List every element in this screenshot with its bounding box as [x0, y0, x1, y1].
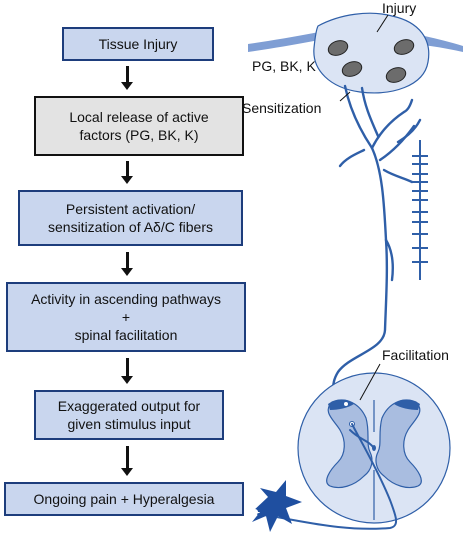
- box-line: Ongoing pain + Hyperalgesia: [33, 491, 215, 507]
- skin-surface: [248, 12, 463, 94]
- pain-burst-icon: [252, 480, 302, 532]
- box-exaggerated-output: Exaggerated output for given stimulus in…: [34, 390, 224, 440]
- injury-label: Injury: [382, 0, 416, 16]
- action-potential-train: [412, 140, 428, 280]
- output-fiber: [257, 423, 397, 530]
- box-persistent-activation: Persistent activation/ sensitization of …: [18, 190, 243, 246]
- facilitation-label: Facilitation: [382, 347, 449, 363]
- box-ascending-activity: Activity in ascending pathways + spinal …: [6, 282, 246, 352]
- box-line: Tissue Injury: [98, 36, 178, 52]
- box-line: Persistent activation/: [65, 201, 196, 217]
- box-line: +: [121, 309, 131, 325]
- box-line: given stimulus input: [67, 416, 191, 432]
- sensitization-pointer: [339, 91, 351, 102]
- box-tissue-injury: Tissue Injury: [62, 27, 214, 61]
- injury-pointer: [376, 14, 389, 33]
- facilitation-pointer: [359, 363, 381, 401]
- sensitization-label: Sensitization: [242, 100, 321, 116]
- box-ongoing-pain: Ongoing pain + Hyperalgesia: [4, 482, 244, 516]
- box-line: Local release of active: [69, 109, 209, 125]
- box-local-release: Local release of active factors (PG, BK,…: [34, 96, 244, 156]
- box-line: factors (PG, BK, K): [79, 127, 199, 143]
- box-line: spinal facilitation: [74, 327, 178, 343]
- box-line: sensitization of Aδ/C fibers: [48, 219, 213, 235]
- box-line: Exaggerated output for: [57, 398, 201, 414]
- box-line: Activity in ascending pathways: [31, 291, 221, 307]
- mediator-granules: [327, 39, 415, 83]
- factors-label: PG, BK, K: [252, 58, 316, 74]
